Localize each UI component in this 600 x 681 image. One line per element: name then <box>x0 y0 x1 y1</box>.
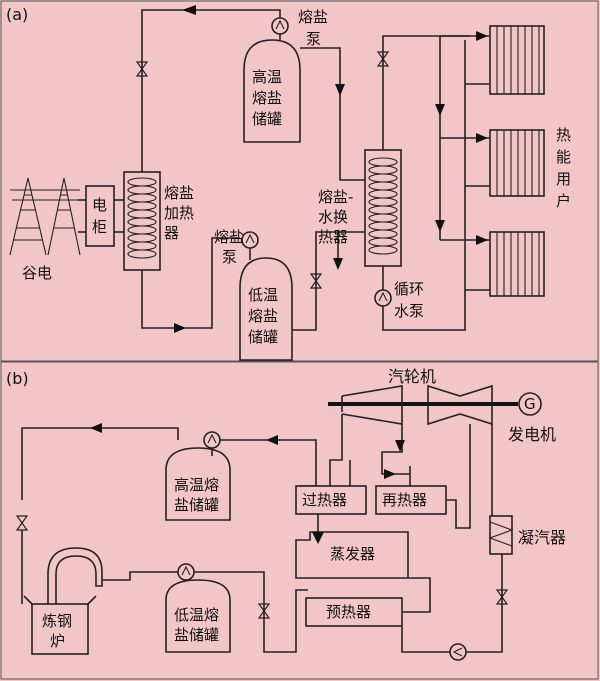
generator-symbol: G <box>524 395 536 413</box>
exchanger-label-2: 水换 <box>318 208 348 226</box>
low-tank-b-label-2: 盐储罐 <box>174 626 219 644</box>
salt-pump-low-label-1: 熔盐 <box>214 228 244 246</box>
valve-icon <box>376 51 390 67</box>
high-tank-b-label-2: 盐储罐 <box>174 496 219 514</box>
exchanger-coil-icon <box>368 157 398 255</box>
high-tank-label-3: 储罐 <box>252 110 282 128</box>
circ-pump-label-2: 水泵 <box>394 302 424 320</box>
power-pylon-icon <box>9 177 81 256</box>
low-tank-label-1: 低温 <box>248 286 278 304</box>
high-tank-label-1: 高温 <box>252 68 282 86</box>
panel-b-frame <box>0 361 599 680</box>
salt-heater-label-2: 加热 <box>164 204 194 222</box>
panel-b-label: (b) <box>6 369 29 388</box>
flow-arrow-icon <box>333 258 343 270</box>
heater-coil-icon <box>127 177 157 259</box>
off-peak-power-label: 谷电 <box>22 264 52 282</box>
low-temp-salt-tank <box>239 257 293 361</box>
low-tank-b-label-1: 低温熔 <box>174 606 219 624</box>
reheater <box>375 485 447 515</box>
generator-label: 发电机 <box>508 425 556 444</box>
valve-icon <box>135 61 149 77</box>
panel-a-label: (a) <box>6 5 28 24</box>
heat-users-label-1: 热 <box>556 126 571 144</box>
steelmaking-furnace <box>31 603 89 655</box>
high-tank-b-label-1: 高温熔 <box>174 476 219 494</box>
low-temp-salt-tank-b <box>165 579 231 653</box>
furnace-hood <box>47 547 103 604</box>
hp-turbine <box>341 385 403 425</box>
heat-users-label-3: 用 <box>556 170 571 188</box>
high-temp-salt-tank <box>243 39 301 143</box>
exchanger-label-3: 热器 <box>318 228 348 246</box>
heat-users-label-4: 户 <box>556 192 571 210</box>
flow-arrow-icon <box>174 323 186 333</box>
superheater <box>295 485 367 515</box>
flow-arrow-icon <box>182 5 196 15</box>
high-temp-salt-tank-b <box>165 447 231 521</box>
salt-pump-top-label-2: 泵 <box>306 30 321 48</box>
valve-icon <box>257 603 271 619</box>
evaporator-label: 蒸发器 <box>330 545 375 563</box>
valve-icon <box>15 515 29 531</box>
cabinet-label-2: 柜 <box>92 218 107 236</box>
salt-pump-top-label-1: 熔盐 <box>298 8 328 26</box>
flow-arrow-icon <box>335 84 345 96</box>
salt-heater-label-3: 器 <box>164 224 179 242</box>
preheater-label: 预热器 <box>326 603 371 621</box>
high-tank-label-2: 熔盐 <box>252 89 282 107</box>
valve-icon <box>495 589 509 605</box>
heat-users-label-2: 能 <box>556 148 571 166</box>
heat-user-1 <box>440 25 545 95</box>
electric-cabinet <box>85 185 115 247</box>
condenser-coil-icon <box>488 521 514 547</box>
exchanger-label-1: 熔盐- <box>318 188 353 206</box>
condenser-label: 凝汽器 <box>518 528 566 547</box>
reheater-label: 再热器 <box>382 491 427 509</box>
furnace-label-2: 炉 <box>50 632 65 650</box>
heat-user-2 <box>440 129 545 197</box>
furnace-label-1: 炼钢 <box>42 612 72 630</box>
superheater-label: 过热器 <box>302 491 347 509</box>
panel-a-frame <box>0 0 599 362</box>
salt-heater-label-1: 熔盐 <box>164 184 194 202</box>
condenser <box>489 515 513 555</box>
low-tank-label-2: 熔盐 <box>248 307 278 325</box>
turbine-label: 汽轮机 <box>388 367 436 386</box>
low-tank-label-3: 储罐 <box>248 328 278 346</box>
cabinet-label-1: 电 <box>92 196 107 214</box>
salt-pump-low-label-2: 泵 <box>222 248 237 266</box>
feedwater-pump-icon <box>449 643 467 661</box>
generator-icon <box>518 392 542 416</box>
evaporator <box>295 531 409 579</box>
valve-icon <box>309 273 323 289</box>
circ-pump-label-1: 循环 <box>394 280 424 298</box>
heat-user-3 <box>440 231 545 297</box>
